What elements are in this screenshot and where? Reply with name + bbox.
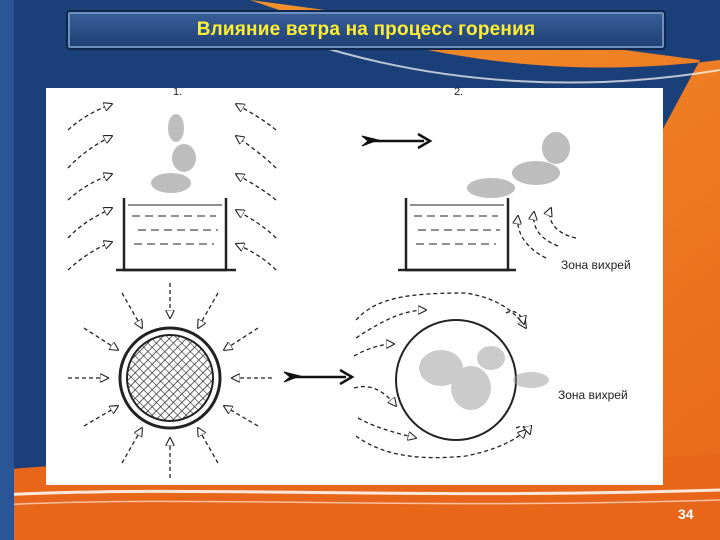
vortex-zone-label-bottom: Зона вихрей bbox=[558, 388, 628, 402]
panel-2-tank bbox=[398, 198, 577, 272]
wind-arrow-top bbox=[361, 132, 433, 150]
figure-drawing bbox=[67, 88, 577, 478]
panel-label-2: 2. bbox=[454, 86, 464, 98]
panel-label-1: 1. bbox=[173, 86, 183, 98]
wind-combustion-figure: 1. 2. Зона вихрей Зона вихрей bbox=[46, 86, 663, 485]
title-bar: Влияние ветра на процесс горения bbox=[66, 10, 666, 50]
panel-4-fuel-sphere bbox=[353, 292, 549, 459]
slide-title: Влияние ветра на процесс горения bbox=[196, 19, 536, 40]
panel-3-fuel-sphere bbox=[68, 283, 272, 478]
panel-1-smoke bbox=[151, 114, 196, 193]
panel-2-smoke bbox=[467, 132, 570, 198]
panel-1-tank bbox=[67, 104, 277, 272]
wind-arrow-bottom bbox=[283, 368, 355, 386]
page-number: 34 bbox=[678, 506, 694, 522]
vortex-zone-label-top: Зона вихрей bbox=[561, 258, 631, 272]
